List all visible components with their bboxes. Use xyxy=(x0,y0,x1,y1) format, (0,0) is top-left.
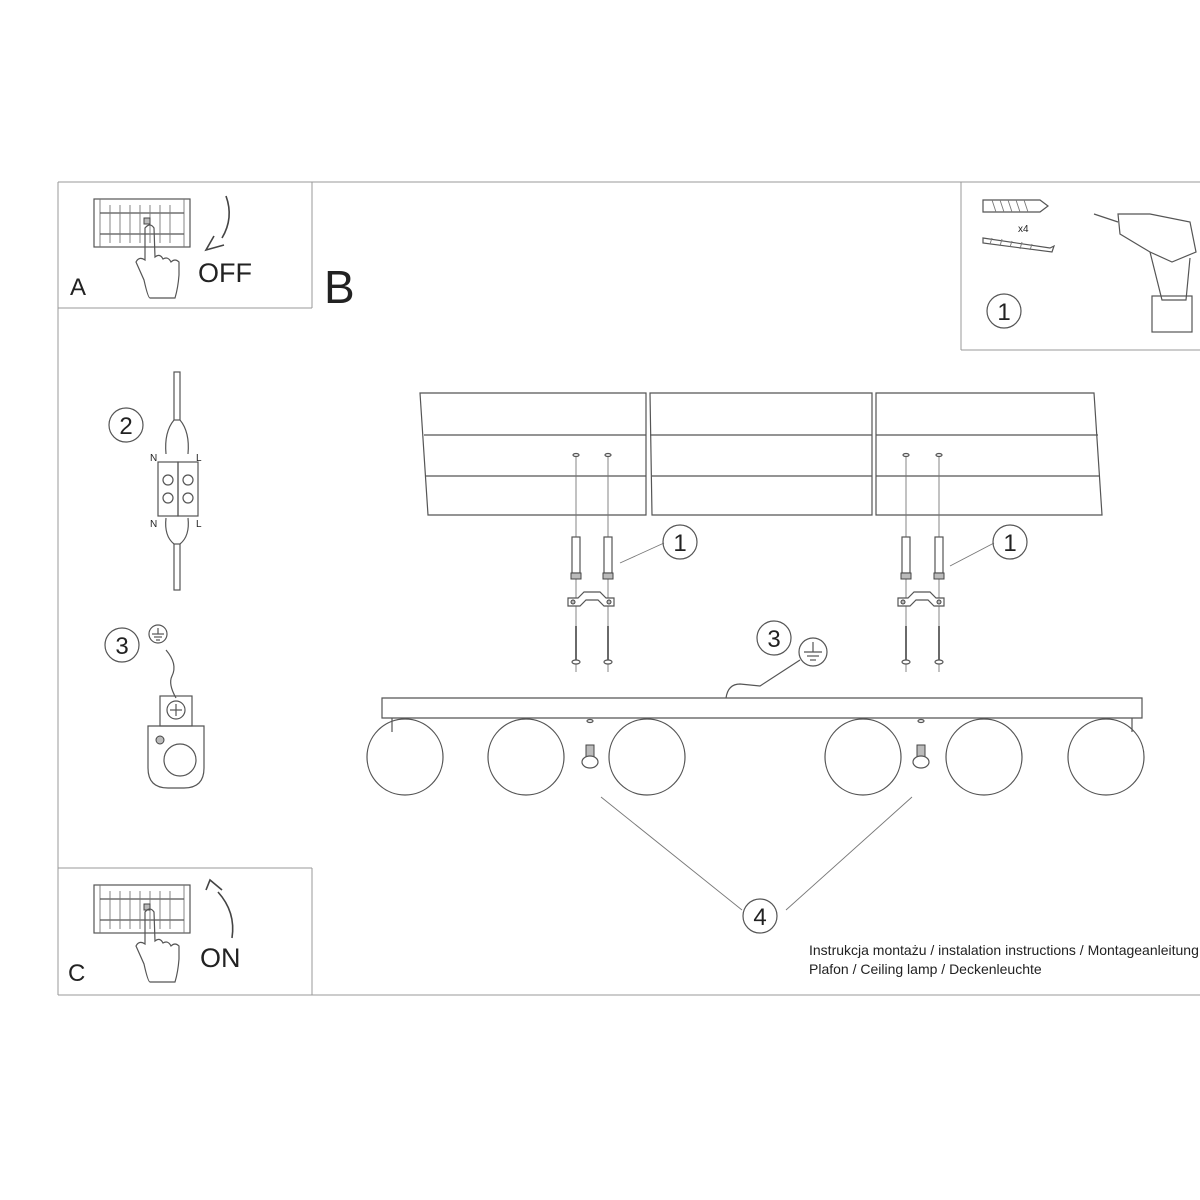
hand-pointing-icon xyxy=(135,224,180,299)
wire-label-l-bottom: L xyxy=(196,519,202,530)
step-4-number: 4 xyxy=(753,904,766,931)
step-2-wiring: 2 N L N L xyxy=(108,371,202,591)
wall-plug-icon xyxy=(982,199,1049,213)
cable-bottom xyxy=(165,517,189,591)
wire-label-n-bottom: N xyxy=(150,519,157,530)
wall-plug-right-icon xyxy=(900,536,945,580)
mounting-bracket-left-icon xyxy=(567,591,615,607)
breaker-box-icon xyxy=(93,198,191,248)
instruction-caption: Instrukcja montażu / instalation instruc… xyxy=(809,941,1200,979)
ceiling-slab xyxy=(419,392,1103,516)
caption-line-1: Instrukcja montażu / instalation instruc… xyxy=(809,942,1199,958)
panel-a-letter: A xyxy=(70,274,86,301)
lamp-ground-callout: 3 xyxy=(725,620,828,699)
screw-left-icon xyxy=(571,626,613,665)
off-label: OFF xyxy=(198,258,252,288)
step-3-ground: 3 xyxy=(104,624,205,789)
caption-line-2: Plafon / Ceiling lamp / Deckenleuchte xyxy=(809,961,1042,977)
panel-c-letter: C xyxy=(68,960,85,987)
panel-a: A OFF xyxy=(70,195,252,301)
fixing-set-left: 1 xyxy=(567,524,698,665)
quantity-label: x4 xyxy=(1018,224,1029,235)
breaker-box-on-icon xyxy=(93,884,191,934)
step-2-number: 2 xyxy=(119,413,132,440)
step-3-lamp-number: 3 xyxy=(767,626,780,653)
lamp-body xyxy=(366,697,1145,796)
outer-frame xyxy=(57,181,1200,996)
lamp-globes xyxy=(366,718,1145,796)
step-3-number: 3 xyxy=(115,633,128,660)
screw-right-icon xyxy=(901,626,944,665)
wire-label-n-top: N xyxy=(150,453,157,464)
on-label: ON xyxy=(200,943,241,973)
panel-b-letter: B xyxy=(324,261,355,313)
wire-label-l-top: L xyxy=(196,453,202,464)
rotate-on-arrow-icon xyxy=(205,878,234,939)
panel-c: C ON xyxy=(68,878,241,987)
terminal-block-icon xyxy=(157,461,199,517)
screw-icon xyxy=(982,237,1056,253)
fixing-set-right: 1 xyxy=(897,524,1028,665)
ground-bracket-icon xyxy=(147,695,205,789)
ground-symbol-icon xyxy=(148,624,168,644)
step-1-right-number: 1 xyxy=(1003,530,1016,557)
rotate-off-arrow-icon xyxy=(204,195,230,252)
wall-plug-left-icon xyxy=(570,536,614,580)
step-4-callout: 4 xyxy=(600,796,913,934)
lamp-mount-screw-left-icon xyxy=(581,718,599,769)
step-1-left-number: 1 xyxy=(673,530,686,557)
lamp-ground-symbol-icon xyxy=(798,637,828,667)
cable-top xyxy=(165,371,189,455)
drill-icon xyxy=(1093,213,1197,333)
tools-panel: x4 1 xyxy=(982,199,1197,333)
mounting-bracket-right-icon xyxy=(897,591,945,607)
hand-pointing-on-icon xyxy=(135,908,180,983)
step-1-tools-number: 1 xyxy=(997,299,1010,326)
lamp-mount-screw-right-icon xyxy=(912,718,930,769)
